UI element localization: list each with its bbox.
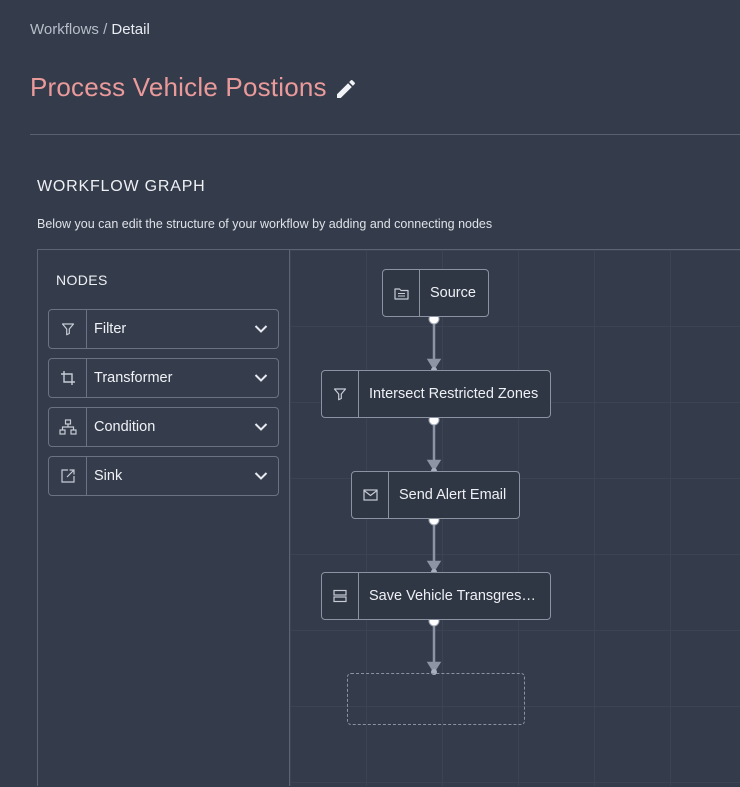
node-type-label: Transformer [94, 370, 173, 386]
filter-icon [49, 310, 87, 348]
sitemap-icon [49, 408, 87, 446]
graph-node-source[interactable]: Source [382, 269, 489, 317]
graph-canvas[interactable]: Source Intersect Restricted Zones Send A… [290, 250, 740, 786]
node-drop-placeholder[interactable] [347, 673, 525, 725]
crop-icon [49, 359, 87, 397]
page-title: Process Vehicle Postions [30, 72, 327, 102]
breadcrumb-separator: / [98, 21, 112, 38]
nodes-panel: NODES Filter Transformer Condition [38, 250, 290, 786]
graph-node-send-email[interactable]: Send Alert Email [351, 471, 520, 519]
node-type-label: Condition [94, 419, 156, 435]
breadcrumb: Workflows / Detail [30, 21, 150, 38]
section-description: Below you can edit the structure of your… [37, 217, 493, 231]
graph-node-intersect[interactable]: Intersect Restricted Zones [321, 370, 551, 418]
section-title: WORKFLOW GRAPH [37, 178, 206, 195]
mail-icon [352, 472, 389, 518]
node-type-filter[interactable]: Filter [48, 309, 279, 349]
graph-node-label: Send Alert Email [399, 487, 507, 503]
chevron-down-icon[interactable] [244, 471, 278, 481]
node-type-transformer[interactable]: Transformer [48, 358, 279, 398]
node-type-label: Sink [94, 468, 123, 484]
workflow-graph-editor: NODES Filter Transformer Condition [37, 249, 740, 786]
breadcrumb-current: Detail [111, 21, 150, 38]
graph-node-label: Source [430, 285, 476, 301]
external-link-icon [49, 457, 87, 495]
node-type-sink[interactable]: Sink [48, 456, 279, 496]
pencil-icon[interactable] [334, 77, 358, 101]
chevron-down-icon[interactable] [244, 422, 278, 432]
breadcrumb-parent-link[interactable]: Workflows [30, 21, 99, 38]
nodes-panel-title: NODES [56, 272, 108, 288]
node-type-label: Filter [94, 321, 127, 337]
storage-icon [322, 573, 359, 619]
folder-icon [383, 270, 420, 316]
graph-node-label: Save Vehicle Transgressions [369, 588, 550, 604]
title-divider [30, 134, 740, 135]
graph-node-label: Intersect Restricted Zones [369, 386, 539, 402]
filter-icon [322, 371, 359, 417]
chevron-down-icon[interactable] [244, 324, 278, 334]
graph-node-save[interactable]: Save Vehicle Transgressions [321, 572, 551, 620]
chevron-down-icon[interactable] [244, 373, 278, 383]
node-type-condition[interactable]: Condition [48, 407, 279, 447]
